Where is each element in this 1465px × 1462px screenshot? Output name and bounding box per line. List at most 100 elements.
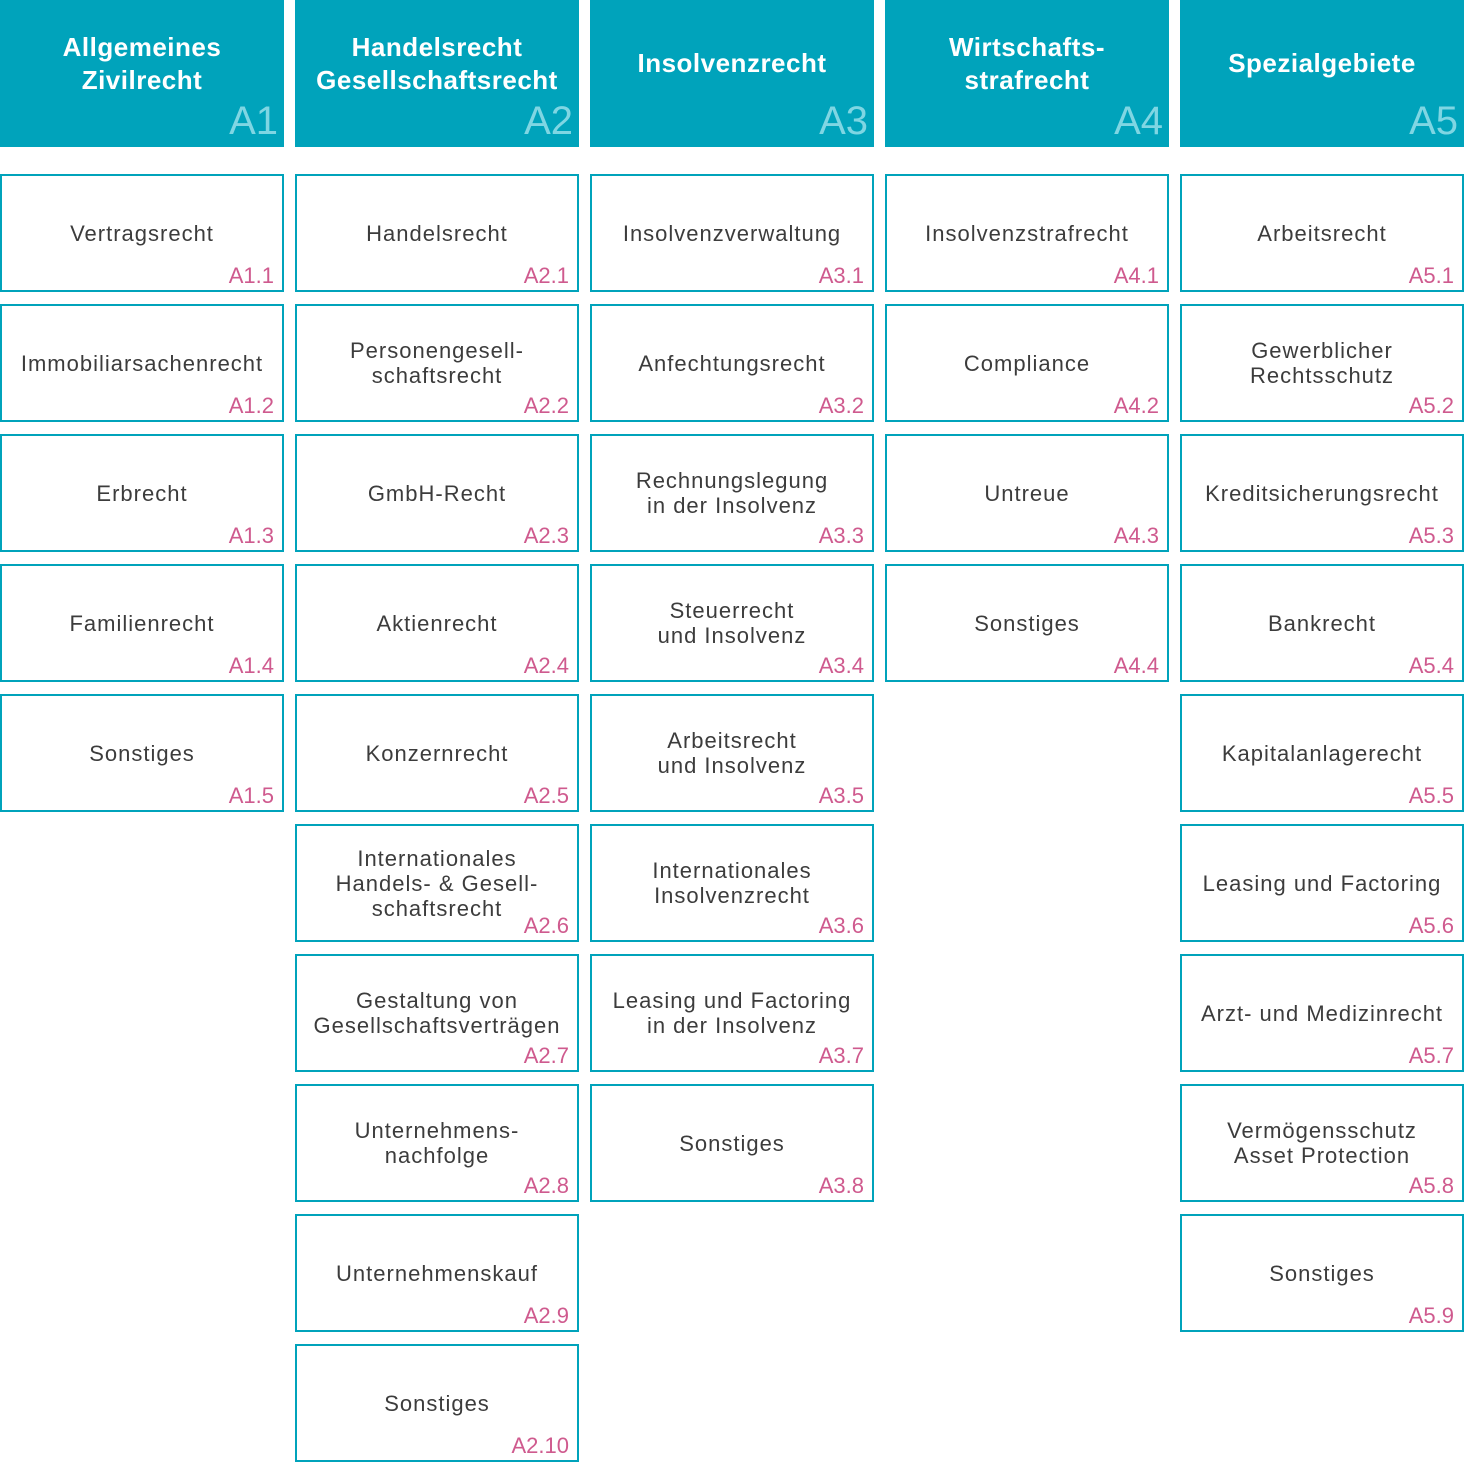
topic-label: Compliance — [963, 350, 1091, 376]
topic-code: A3.2 — [818, 393, 864, 418]
topic-label: Erbrecht — [96, 480, 188, 506]
topic-code: A4.3 — [1113, 523, 1159, 548]
topic-code: A4.2 — [1113, 393, 1159, 418]
topic-code: A3.8 — [818, 1173, 864, 1198]
topic-code: A2.4 — [523, 653, 569, 678]
column-code: A1 — [229, 99, 278, 143]
topic-code: A3.1 — [818, 263, 864, 288]
topic-label: Personengesell- schaftsrecht — [350, 338, 524, 388]
topic-label: Sonstiges — [974, 610, 1080, 636]
topic-label: Insolvenzstrafrecht — [925, 220, 1129, 246]
topic-code: A4.1 — [1113, 263, 1159, 288]
topic-code: A1.1 — [228, 263, 274, 288]
topic-label: GmbH-Recht — [367, 480, 507, 506]
topic-code: A2.10 — [511, 1433, 570, 1458]
topic-code: A5.8 — [1408, 1173, 1454, 1198]
topic-code: A1.5 — [228, 783, 274, 808]
topic-label: Gewerblicher Rechtsschutz — [1249, 338, 1395, 388]
topic-code: A2.3 — [523, 523, 569, 548]
topic-label: Leasing und Factoring — [1202, 870, 1442, 896]
topic-label: Rechnungslegung in der Insolvenz — [635, 468, 829, 518]
topic-code: A1.3 — [228, 523, 274, 548]
column-code: A3 — [819, 99, 868, 143]
topic-label: Arbeitsrecht und Insolvenz — [657, 728, 807, 778]
topic-label: Sonstiges — [679, 1130, 785, 1156]
topic-code: A2.1 — [523, 263, 569, 288]
topic-card: Internationales Handels- & Gesell- schaf… — [295, 824, 579, 942]
topic-code: A2.8 — [523, 1173, 569, 1198]
topic-label: Arzt- und Medizinrecht — [1200, 1000, 1444, 1026]
topic-label: Immobiliarsachenrecht — [20, 350, 264, 376]
topic-code: A5.2 — [1408, 393, 1454, 418]
topic-label: Sonstiges — [1269, 1260, 1375, 1286]
topic-code: A5.4 — [1408, 653, 1454, 678]
topic-code: A5.3 — [1408, 523, 1454, 548]
topic-code: A3.6 — [818, 913, 864, 938]
topic-label: Arbeitsrecht — [1257, 220, 1387, 246]
column-code: A5 — [1409, 99, 1458, 143]
topic-label: Kapitalanlagerecht — [1221, 740, 1423, 766]
topic-code: A3.5 — [818, 783, 864, 808]
topic-code: A3.4 — [818, 653, 864, 678]
column-title: Handelsrecht Gesellschaftsrecht — [316, 31, 558, 95]
topic-label: Gestaltung von Gesellschaftsverträgen — [313, 988, 561, 1038]
column-title: Insolvenzrecht — [637, 48, 827, 78]
topic-code: A5.9 — [1408, 1303, 1454, 1328]
topic-code: A2.7 — [523, 1043, 569, 1068]
column-code: A4 — [1114, 99, 1163, 143]
topic-code: A1.2 — [228, 393, 274, 418]
topic-code: A5.7 — [1408, 1043, 1454, 1068]
topic-label: Internationales Insolvenzrecht — [652, 858, 812, 908]
topic-label: Insolvenzverwaltung — [622, 220, 842, 246]
topic-code: A3.7 — [818, 1043, 864, 1068]
topic-code: A2.2 — [523, 393, 569, 418]
topic-code: A3.3 — [818, 523, 864, 548]
topic-label: Sonstiges — [384, 1390, 490, 1416]
topic-code: A5.1 — [1408, 263, 1454, 288]
topic-label: Unternehmenskauf — [336, 1260, 538, 1286]
topic-code: A2.9 — [523, 1303, 569, 1328]
topic-label: Aktienrecht — [376, 610, 498, 636]
column-title: Spezialgebiete — [1228, 48, 1416, 78]
topic-label: Sonstiges — [89, 740, 195, 766]
topic-label: Anfechtungsrecht — [638, 350, 826, 376]
topic-label: Untreue — [984, 480, 1070, 506]
column-title: Allgemeines Zivilrecht — [62, 31, 222, 95]
topic-label: Handelsrecht — [366, 220, 508, 246]
